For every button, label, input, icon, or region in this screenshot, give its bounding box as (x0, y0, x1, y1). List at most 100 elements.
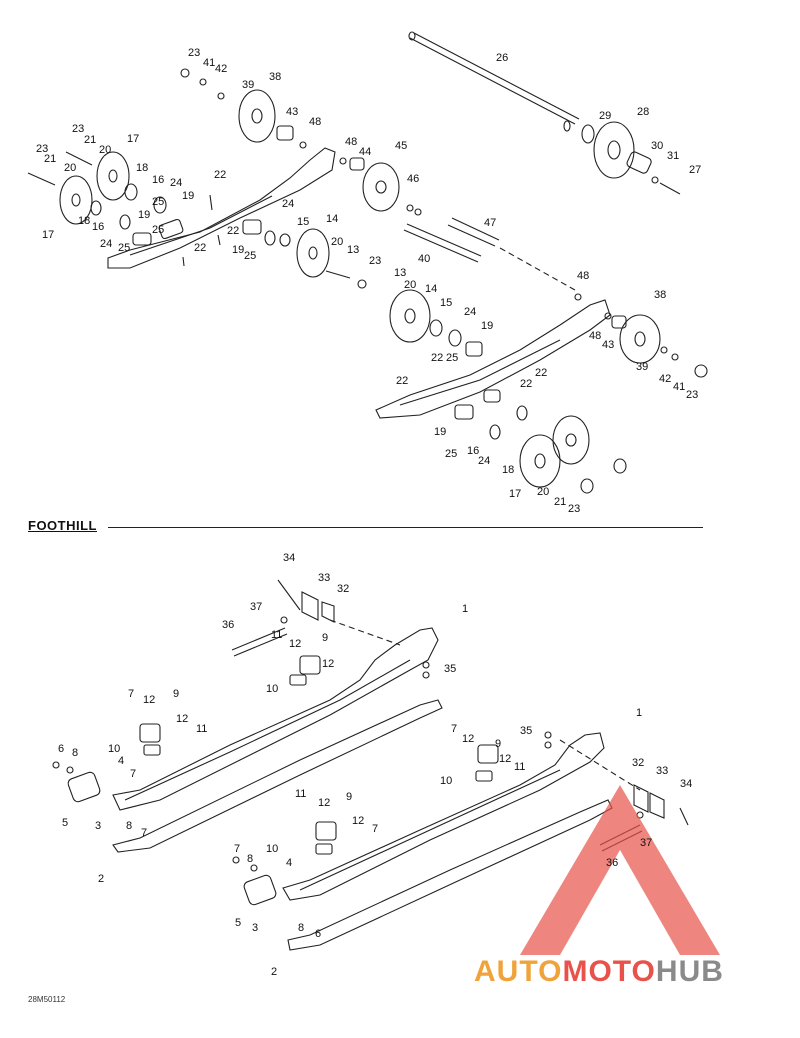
watermark-part-1: AUTO (474, 955, 563, 988)
callout: 46 (407, 173, 419, 185)
callout: 11 (514, 761, 525, 773)
callout: 13 (347, 244, 359, 256)
callout: 36 (222, 619, 234, 631)
callout: 12 (176, 713, 188, 725)
callout: 43 (286, 106, 298, 118)
callout: 17 (42, 229, 54, 241)
callout: 19 (138, 209, 150, 221)
watermark-part-3: HUB (655, 955, 724, 988)
callout: 9 (322, 632, 328, 644)
callout: 23 (36, 143, 48, 155)
callout: 19 (182, 190, 194, 202)
callout: 38 (654, 289, 666, 301)
callout: 7 (128, 688, 134, 700)
callout: 26 (496, 52, 508, 64)
callout: 8 (126, 820, 132, 832)
callout: 16 (92, 221, 104, 233)
callout: 11 (196, 723, 207, 735)
callout: 37 (250, 601, 262, 613)
upper-left-rail (107, 147, 336, 269)
upper-left-wheels (59, 68, 422, 278)
callout: 14 (425, 283, 437, 295)
callout: 48 (589, 330, 601, 342)
callout: 6 (315, 928, 321, 940)
callout: 24 (464, 306, 476, 318)
callout: 11 (271, 629, 282, 641)
callout: 25 (244, 250, 256, 262)
callout: 24 (100, 238, 112, 250)
callout: 15 (297, 216, 309, 228)
callout: 32 (337, 583, 349, 595)
callout: 43 (602, 339, 614, 351)
callout: 23 (188, 47, 200, 59)
callout: 25 (446, 352, 458, 364)
drawing-code: 28M50112 (28, 995, 66, 1004)
callout: 22 (535, 367, 547, 379)
callout: 23 (686, 389, 698, 401)
callout: 22 (214, 169, 226, 181)
callout: 19 (481, 320, 493, 332)
callout: 17 (509, 488, 521, 500)
callout: 20 (331, 236, 343, 248)
callout: 28 (637, 106, 649, 118)
callout: 8 (72, 747, 78, 759)
callout: 9 (173, 688, 179, 700)
watermark-logo-graphic (520, 785, 720, 955)
callout: 17 (127, 133, 139, 145)
wheel-28-group (563, 120, 681, 195)
callout: 8 (298, 922, 304, 934)
callout: 18 (136, 162, 148, 174)
callout: 36 (606, 857, 618, 869)
callout: 41 (673, 381, 685, 393)
callout: 35 (444, 663, 456, 675)
callout: 3 (252, 922, 258, 934)
callout: 39 (636, 361, 648, 373)
callout: 22 (396, 375, 408, 387)
callout-labels: 23 41 42 39 38 26 28 29 30 31 27 43 48 4… (36, 47, 701, 978)
callout: 42 (659, 373, 671, 385)
callout: 12 (499, 753, 511, 765)
callout: 2 (98, 873, 104, 885)
lower-left-rail (112, 627, 443, 853)
callout: 13 (394, 267, 406, 279)
callout: 16 (467, 445, 479, 457)
section-title: FOOTHILL (28, 518, 97, 533)
callout: 20 (64, 162, 76, 174)
callout: 33 (318, 572, 330, 584)
callout: 38 (269, 71, 281, 83)
callout: 6 (58, 743, 64, 755)
callout: 41 (203, 57, 215, 69)
callout: 30 (651, 140, 663, 152)
callout: 7 (372, 823, 378, 835)
callout: 18 (78, 215, 90, 227)
callout: 3 (95, 820, 101, 832)
callout: 21 (84, 134, 96, 146)
section-divider (108, 527, 703, 528)
callout: 37 (640, 837, 652, 849)
callout: 1 (462, 603, 468, 615)
callout: 22 (431, 352, 443, 364)
callout: 5 (235, 917, 241, 929)
callout: 21 (44, 153, 56, 165)
callout: 1 (636, 707, 642, 719)
callout: 12 (322, 658, 334, 670)
callout: 35 (520, 725, 532, 737)
callout: 48 (309, 116, 321, 128)
callout: 7 (234, 843, 240, 855)
callout: 44 (359, 146, 371, 158)
callout: 25 (118, 242, 130, 254)
upper-right-rail (357, 279, 708, 494)
callout: 22 (227, 225, 239, 237)
callout: 21 (554, 496, 566, 508)
callout: 20 (537, 486, 549, 498)
callout: 24 (170, 177, 182, 189)
callout: 9 (346, 791, 352, 803)
callout: 7 (141, 827, 147, 839)
callout: 4 (118, 755, 124, 767)
callout: 15 (440, 297, 452, 309)
callout: 4 (286, 857, 292, 869)
callout: 45 (395, 140, 407, 152)
callout: 23 (369, 255, 381, 267)
callout: 9 (495, 738, 501, 750)
